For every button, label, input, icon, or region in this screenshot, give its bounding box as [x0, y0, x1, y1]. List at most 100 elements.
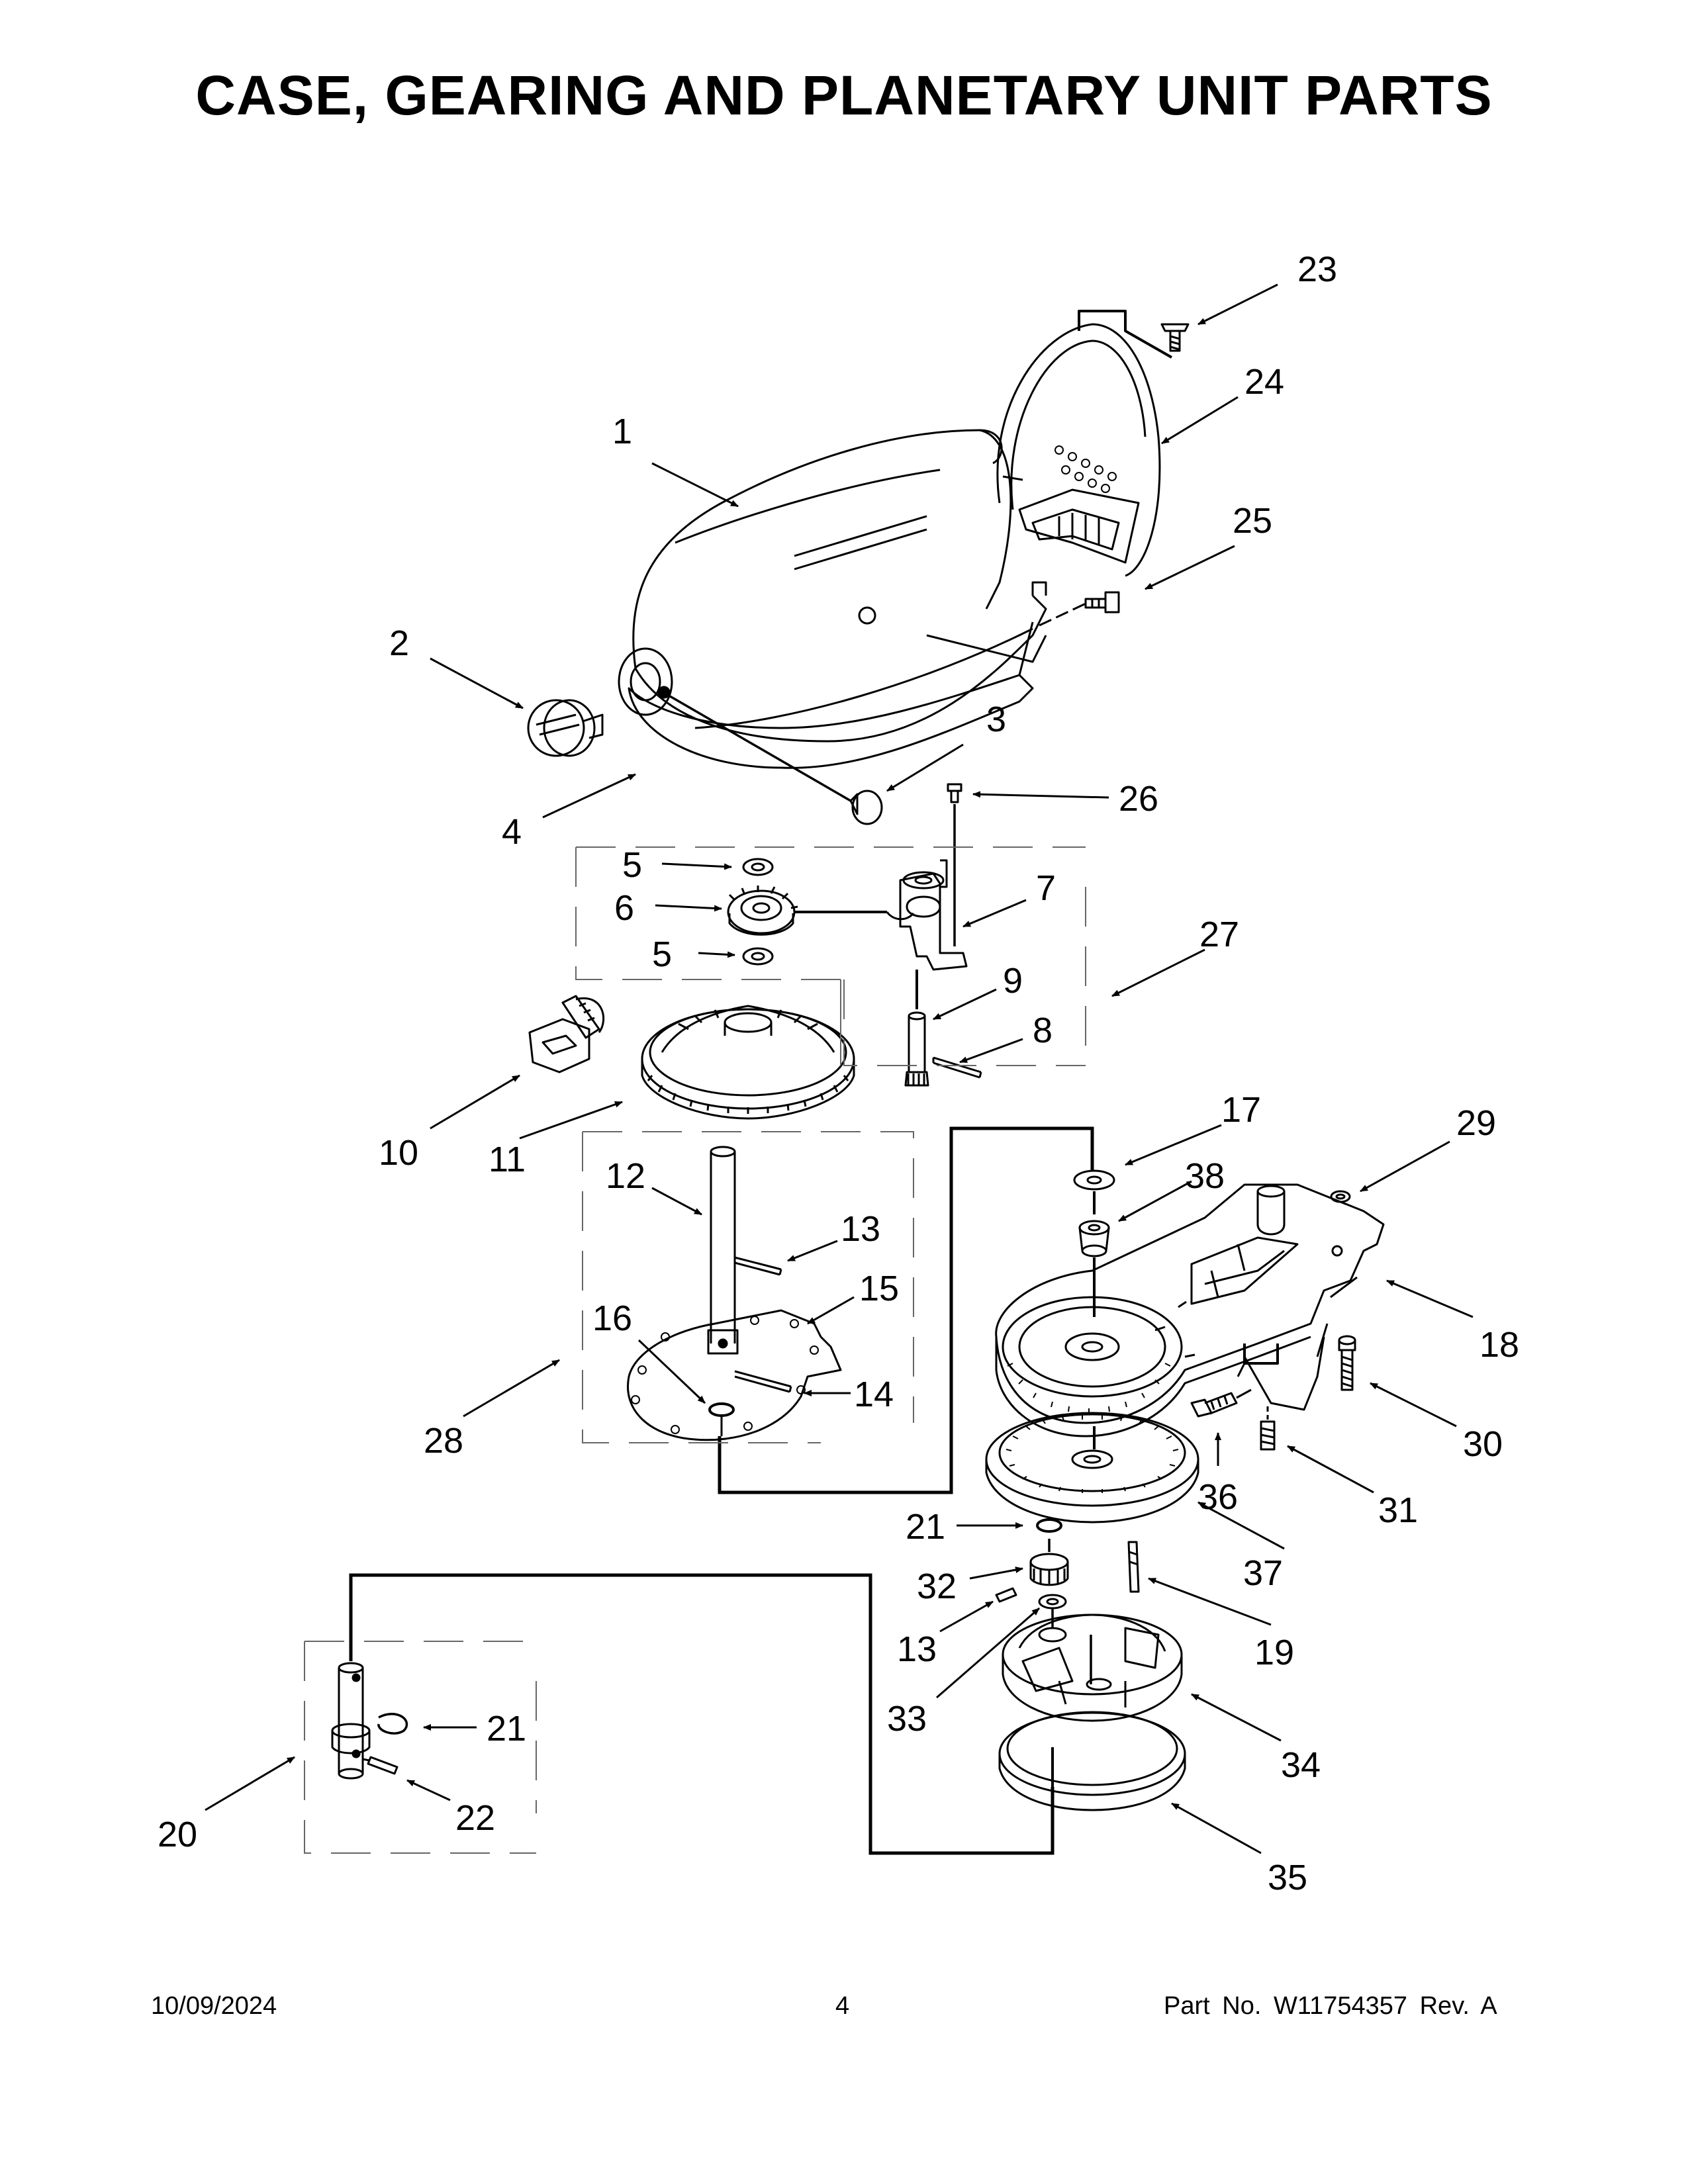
arrow-13a [787, 1240, 838, 1262]
part-main-gear [641, 1005, 855, 1120]
arrow-32 [969, 1567, 1023, 1580]
callout-9: 9 [1003, 961, 1023, 1001]
arrow-34 [1191, 1693, 1282, 1742]
callout-35: 35 [1268, 1858, 1307, 1897]
part-clip-21a [377, 1713, 408, 1735]
connector-beater-shaft [349, 1573, 1055, 1855]
part-pin-14 [734, 1370, 792, 1393]
callout-8: 8 [1033, 1011, 1053, 1050]
arrow-4 [542, 773, 636, 819]
part-hub-knob [527, 699, 604, 757]
arrow-5a [661, 862, 732, 870]
callout-19: 19 [1254, 1633, 1294, 1672]
arrow-26 [972, 791, 1109, 799]
callout-27: 27 [1199, 915, 1239, 954]
arrow-8 [959, 1038, 1023, 1064]
callout-3: 3 [986, 700, 1006, 739]
part-screw-25 [1039, 591, 1120, 627]
footer-date: 10/09/2024 [151, 1992, 277, 2020]
arrow-37 [1197, 1501, 1285, 1550]
callout-18: 18 [1479, 1325, 1519, 1365]
callout-12: 12 [606, 1156, 645, 1196]
arrow-7 [962, 899, 1027, 928]
part-pinion-shaft [904, 970, 929, 1087]
footer-page-number: 4 [835, 1992, 850, 2020]
callout-17: 17 [1221, 1090, 1261, 1130]
part-clip-21b [1036, 1518, 1062, 1533]
page-title: CASE, GEARING AND PLANETARY UNIT PARTS [195, 64, 1493, 126]
footer-part-number: Part No. W11754357 Rev. A [1164, 1992, 1497, 2020]
part-front-nose [618, 621, 1034, 769]
callout-30: 30 [1463, 1424, 1503, 1464]
part-beater-shaft [331, 1662, 371, 1780]
callout-13b: 13 [897, 1629, 937, 1669]
arrow-12 [651, 1187, 702, 1216]
part-planetary-ring [998, 1711, 1186, 1811]
arrow-22 [406, 1779, 451, 1801]
part-screw-30 [1338, 1335, 1356, 1391]
part-pin-22 [367, 1756, 399, 1775]
callout-21a: 21 [487, 1709, 526, 1749]
part-planetary-housing [1002, 1614, 1183, 1722]
callout-38: 38 [1185, 1156, 1225, 1196]
part-gear-bracket [886, 859, 968, 971]
callout-32: 32 [917, 1567, 957, 1606]
part-pin-19 [1127, 1541, 1140, 1593]
callout-23: 23 [1297, 250, 1337, 289]
arrow-5b [698, 951, 735, 958]
callout-1: 1 [612, 412, 632, 451]
arrow-27 [1111, 948, 1205, 997]
arrow-24 [1161, 396, 1239, 445]
arrow-30 [1370, 1382, 1457, 1428]
arrow-11 [519, 1101, 623, 1140]
part-washer-5b [742, 947, 774, 966]
group-box-20 [304, 1641, 537, 1854]
part-motor-housing [632, 429, 1047, 743]
arrow-38 [1118, 1180, 1192, 1222]
arrow-25 [1145, 545, 1235, 590]
callout-34: 34 [1281, 1745, 1321, 1785]
callout-5b: 5 [652, 934, 672, 974]
callout-20: 20 [158, 1815, 197, 1854]
group-box-27 [575, 846, 1086, 1066]
part-gear-case [995, 1183, 1385, 1437]
callout-33: 33 [887, 1699, 927, 1739]
part-screw-36 [1190, 1388, 1252, 1418]
part-pin-13b [995, 1587, 1017, 1603]
arrow-19 [1148, 1577, 1272, 1626]
part-gasket [627, 1309, 842, 1441]
callout-26: 26 [1119, 779, 1158, 819]
callout-4: 4 [502, 812, 522, 852]
callout-31: 31 [1378, 1490, 1418, 1530]
part-pin-8 [932, 1056, 982, 1079]
arrow-28 [463, 1359, 560, 1418]
part-rear-trim [996, 323, 1161, 577]
part-planetary-shaft [707, 1146, 739, 1355]
arrow-1 [651, 462, 739, 508]
arrow-20 [205, 1756, 295, 1811]
arrow-9 [933, 988, 997, 1021]
callout-6: 6 [614, 888, 634, 928]
part-screw-23 [1160, 323, 1190, 352]
part-setscrew-31 [1260, 1406, 1276, 1451]
part-pin-13a [734, 1256, 782, 1276]
callout-2: 2 [389, 623, 409, 663]
callout-15: 15 [859, 1269, 899, 1308]
arrow-23 [1197, 283, 1278, 326]
part-bevel-pinion [528, 995, 605, 1073]
part-worm-gear [727, 886, 887, 936]
arrow-2 [430, 657, 524, 709]
arrow-15 [807, 1296, 855, 1325]
connector-shaft-to-gearcase [718, 1126, 1094, 1494]
callout-29: 29 [1456, 1103, 1496, 1143]
part-bushing-38 [1078, 1220, 1110, 1257]
part-washer-17 [1073, 1169, 1115, 1191]
arrow-10 [430, 1074, 520, 1130]
arrow-6 [655, 904, 722, 912]
part-screw-26 [947, 783, 962, 946]
arrow-35 [1171, 1802, 1262, 1854]
arrow-3 [886, 743, 964, 792]
callout-22: 22 [455, 1798, 495, 1838]
callout-14: 14 [854, 1375, 894, 1414]
